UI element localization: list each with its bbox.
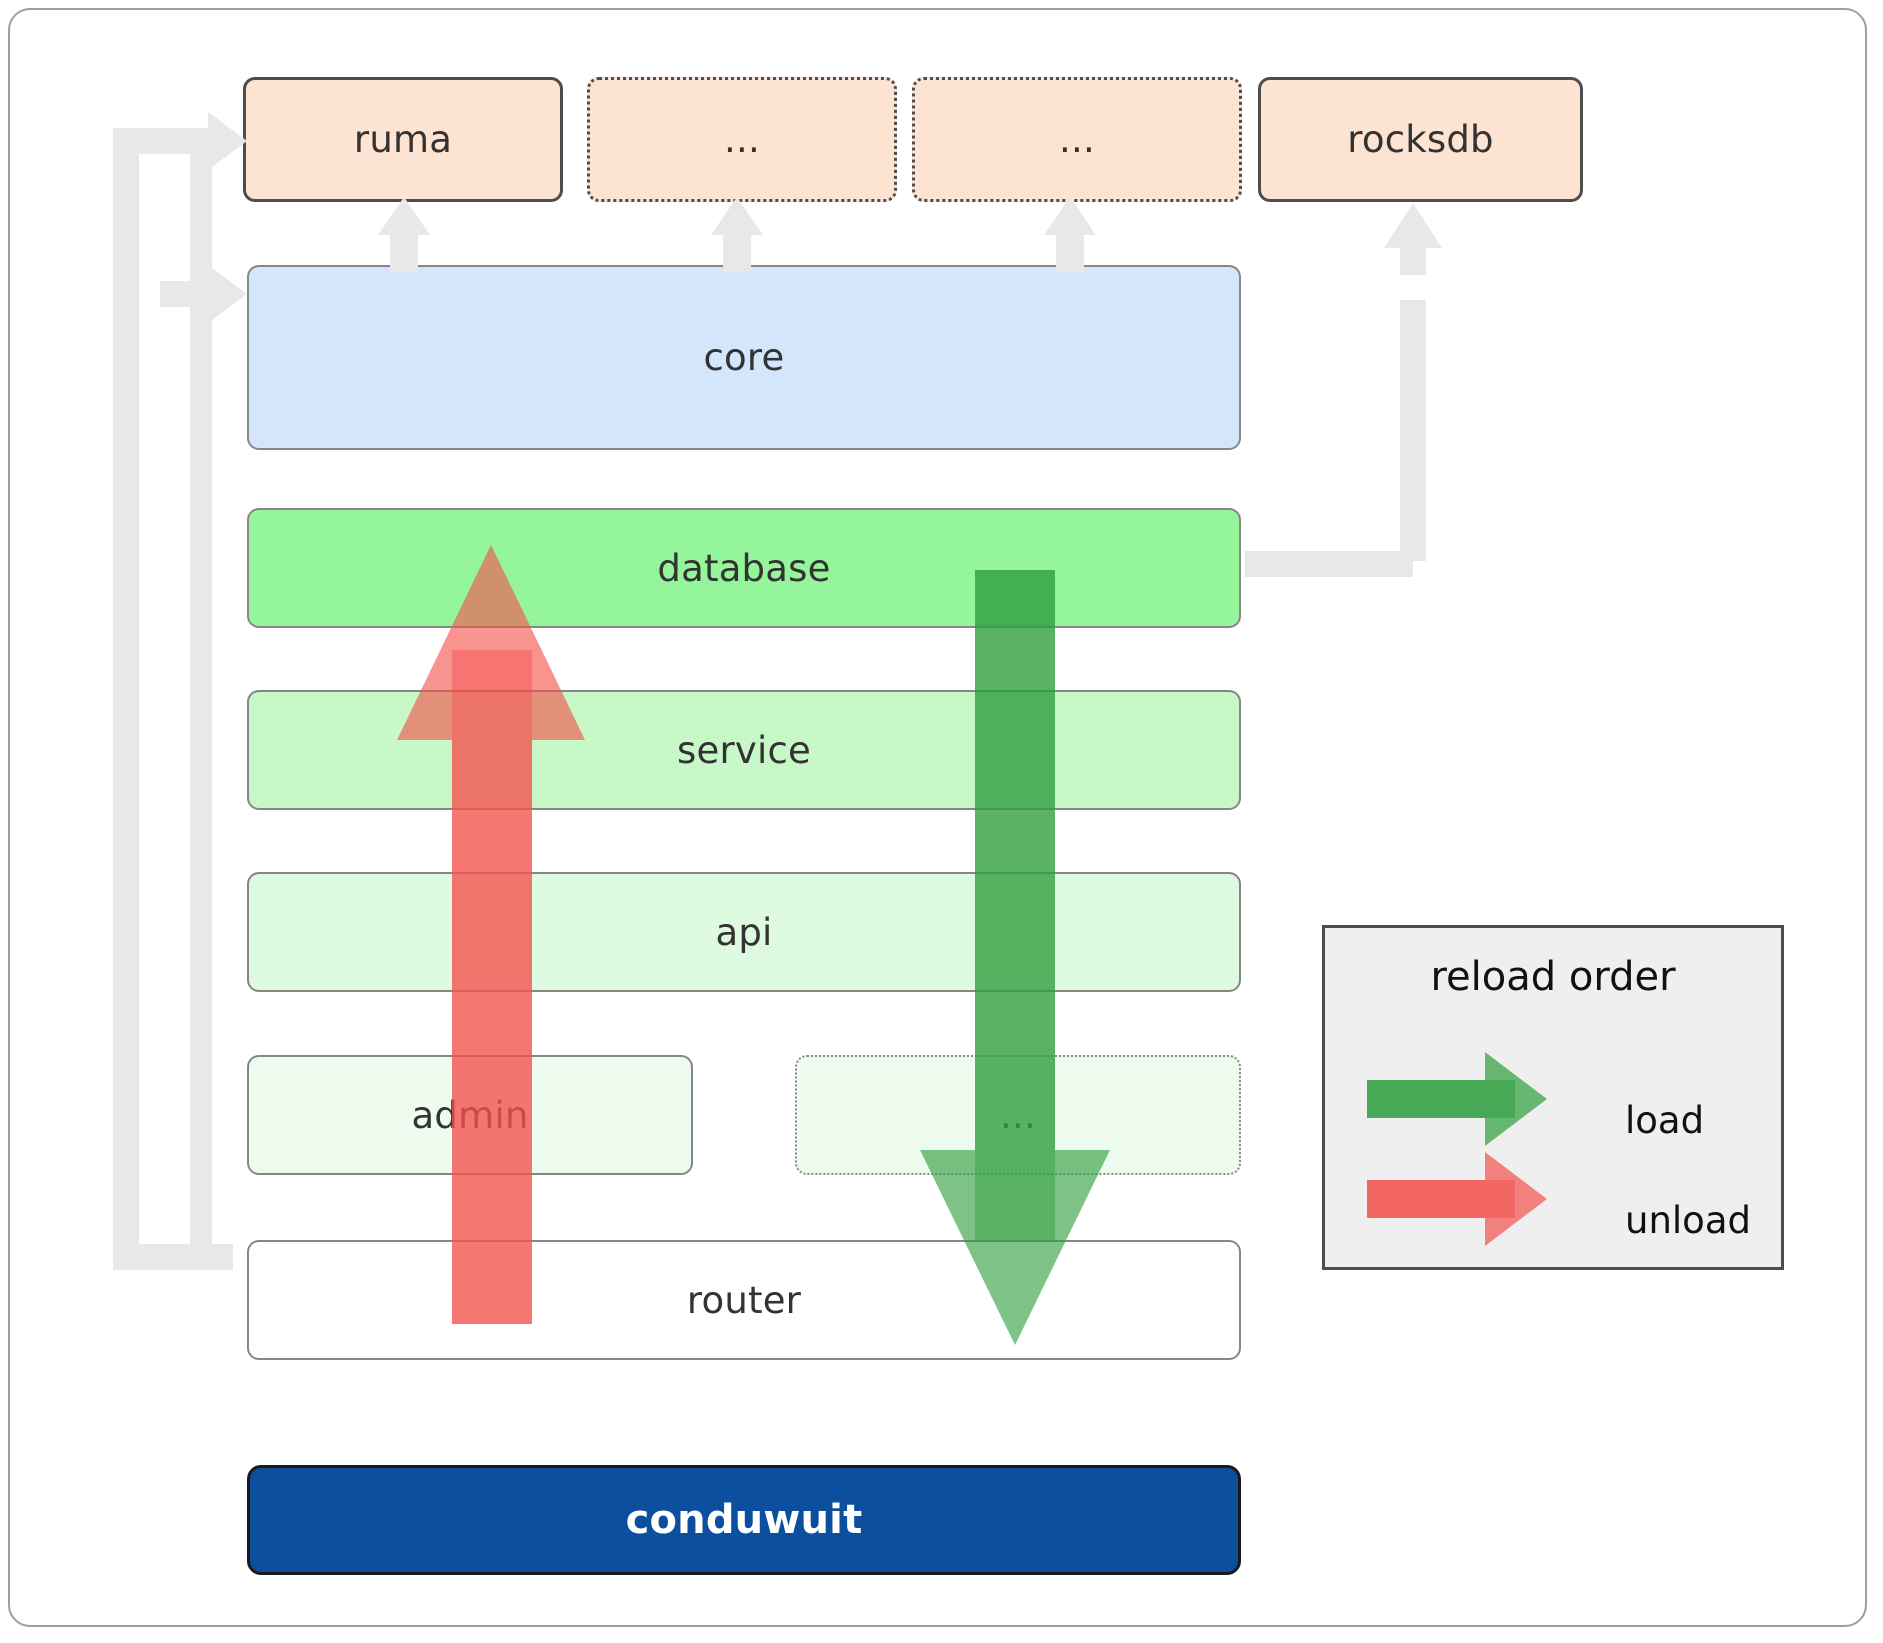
node-core-label: core (703, 336, 785, 379)
legend-label-unload: unload (1625, 1199, 1751, 1242)
node-router-label: router (686, 1278, 802, 1322)
node-top-ellipsis-1-label: ... (724, 118, 760, 161)
legend-title: reload order (1430, 954, 1676, 1000)
diagram-outer-frame (8, 8, 1867, 1627)
node-rocksdb[interactable]: rocksdb (1258, 77, 1583, 202)
node-admin[interactable]: admin (247, 1055, 693, 1175)
legend-label-load: load (1625, 1099, 1705, 1142)
node-conduwuit-label: conduwuit (625, 1497, 863, 1543)
node-service[interactable]: service (247, 690, 1241, 810)
node-top-ellipsis-1[interactable]: ... (587, 77, 897, 202)
node-router[interactable]: router (247, 1240, 1241, 1360)
node-core[interactable]: core (247, 265, 1241, 450)
node-admin-ellipsis[interactable]: ... (795, 1055, 1241, 1175)
node-api[interactable]: api (247, 872, 1241, 992)
node-rocksdb-label: rocksdb (1347, 118, 1494, 161)
node-service-label: service (677, 728, 811, 772)
node-ruma[interactable]: ruma (243, 77, 563, 202)
legend-reload-order: reload order load unload (1322, 925, 1784, 1270)
node-conduwuit[interactable]: conduwuit (247, 1465, 1241, 1575)
node-admin-label: admin (411, 1093, 529, 1137)
node-api-label: api (715, 910, 773, 954)
node-admin-ellipsis-label: ... (1000, 1093, 1036, 1137)
node-database-label: database (657, 546, 831, 590)
legend-arrow-swatches (1367, 1052, 1547, 1246)
node-database[interactable]: database (247, 508, 1241, 628)
node-ruma-label: ruma (353, 118, 453, 161)
node-top-ellipsis-2-label: ... (1059, 118, 1095, 161)
node-top-ellipsis-2[interactable]: ... (912, 77, 1242, 202)
